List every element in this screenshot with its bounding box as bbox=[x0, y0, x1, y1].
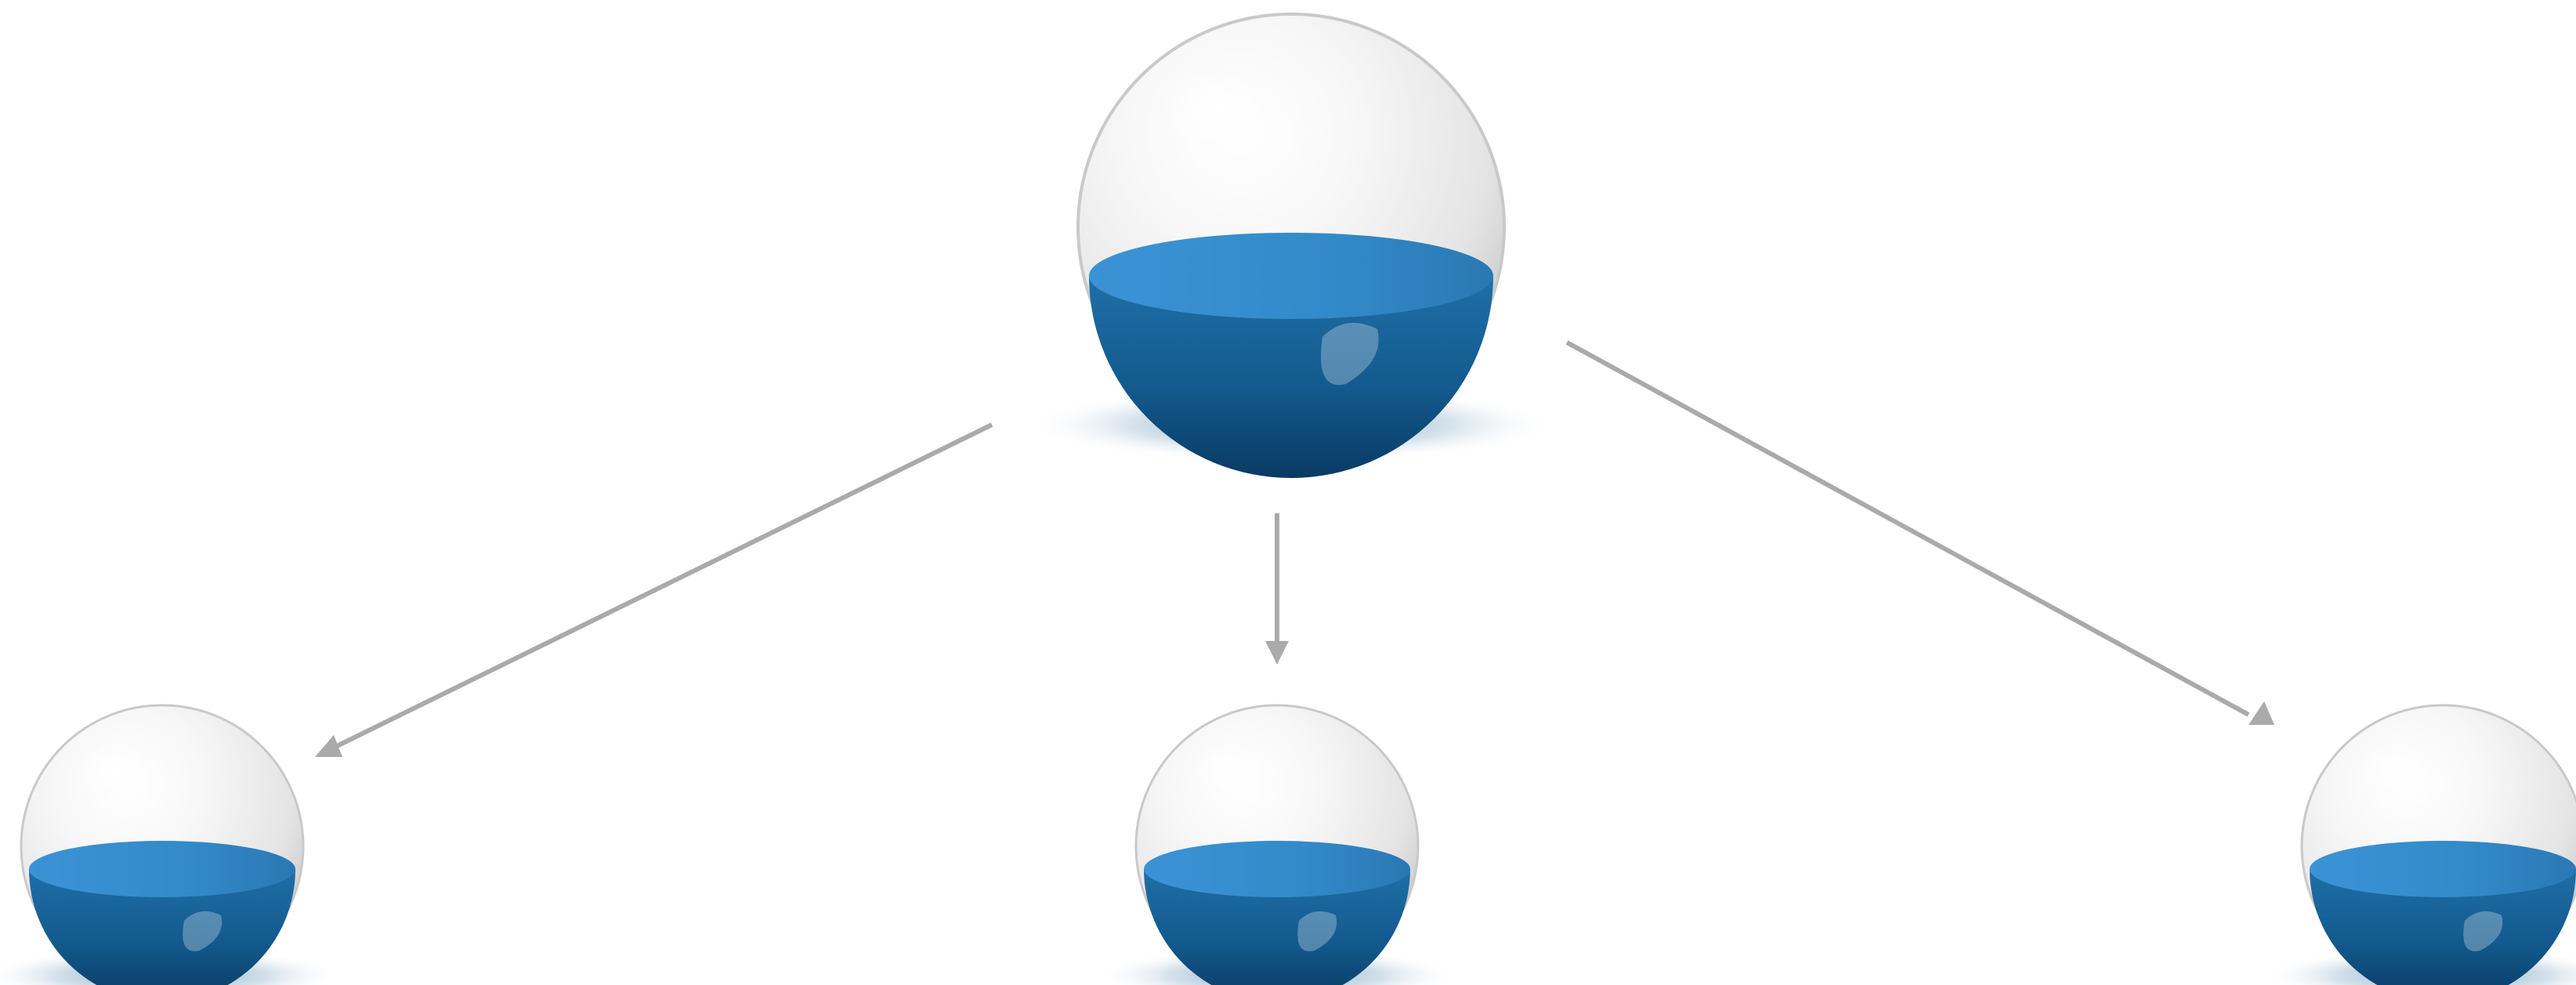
sphere-highlight bbox=[78, 740, 153, 796]
child-node-right bbox=[2263, 704, 2576, 985]
liquid-body bbox=[2310, 869, 2576, 985]
sphere-highlight bbox=[1192, 740, 1268, 796]
child-node-center bbox=[1097, 704, 1457, 985]
liquid-surface bbox=[29, 841, 295, 897]
sphere-highlight bbox=[1162, 67, 1272, 153]
liquid-reflection bbox=[1321, 323, 1379, 386]
liquid-reflection bbox=[183, 911, 223, 951]
liquid-surface bbox=[1089, 233, 1493, 319]
arrow-root-to-center bbox=[1265, 513, 1289, 665]
liquid-reflection bbox=[2463, 911, 2503, 951]
arrow-root-to-right bbox=[1565, 340, 2274, 725]
liquid-body bbox=[1089, 276, 1493, 478]
arrow-root-to-left bbox=[315, 422, 993, 757]
liquid-reflection bbox=[1297, 911, 1337, 951]
liquid-body bbox=[29, 869, 295, 985]
root-node bbox=[1025, 13, 1558, 478]
sphere-highlight bbox=[2358, 740, 2433, 796]
child-node-left bbox=[0, 704, 342, 985]
liquid-body bbox=[1144, 869, 1410, 985]
connectors bbox=[315, 340, 2274, 757]
liquid-surface bbox=[2310, 841, 2576, 897]
liquid-surface bbox=[1144, 841, 1410, 897]
